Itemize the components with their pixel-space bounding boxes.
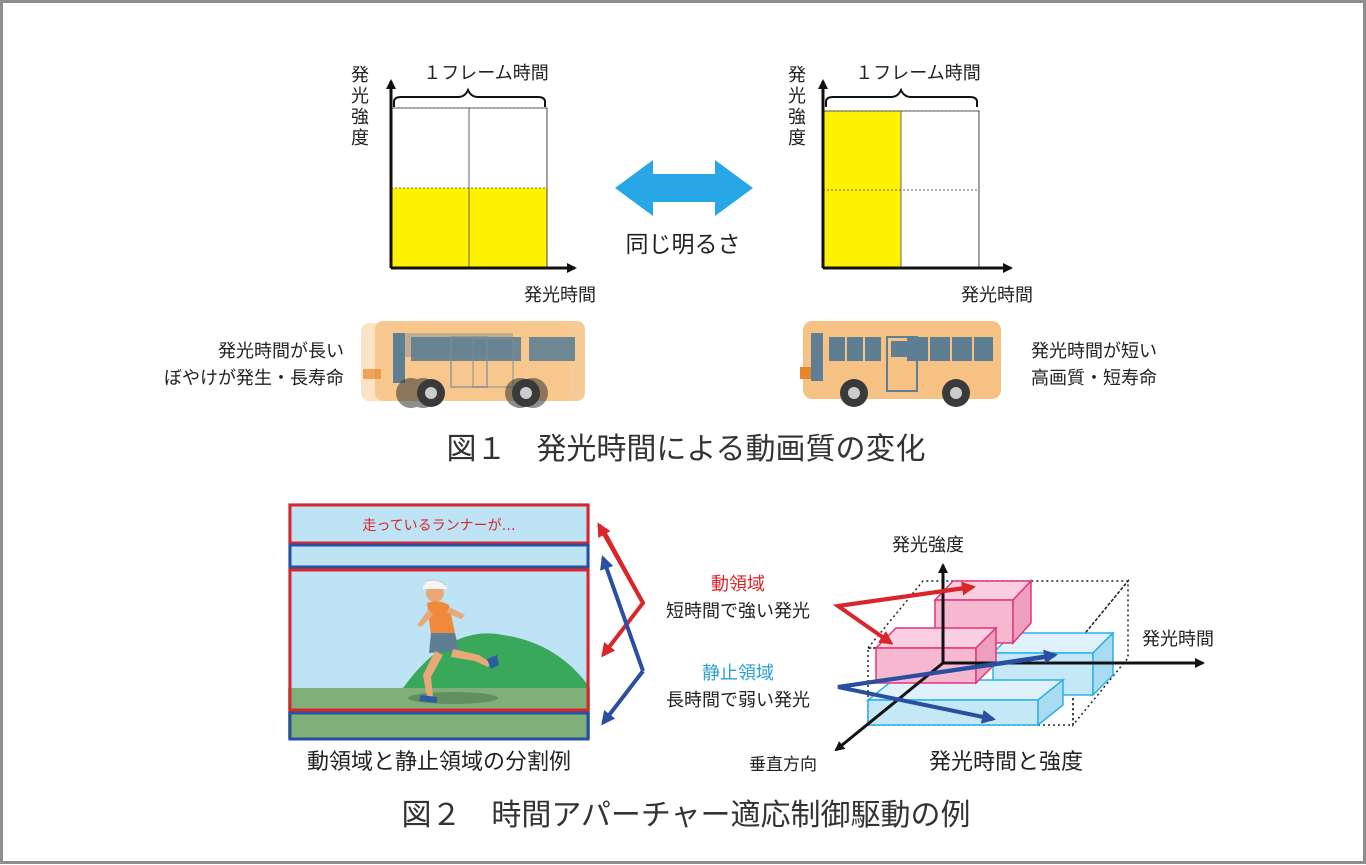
svg-text:光: 光 — [788, 86, 806, 107]
right-frame-label: １フレーム時間 — [855, 63, 980, 84]
axis-label-intensity: 発光強度 — [892, 535, 964, 556]
static-region-strip-1 — [288, 543, 590, 569]
figure-canvas: １フレーム時間 発 光 強 度 発光時間 １フレーム時間 発 光 強 度 発光時… — [164, 63, 1214, 833]
double-arrow-icon — [615, 160, 753, 216]
figure1-caption: 図１ 発光時間による動画質の変化 — [446, 432, 925, 467]
scene-caption: 動領域と静止領域の分割例 — [307, 750, 571, 775]
moving-region-desc: 短時間で強い発光 — [666, 601, 810, 622]
static-region-title: 静止領域 — [702, 663, 774, 684]
figure2-caption: 図２ 時間アパーチャー適応制御駆動の例 — [401, 798, 970, 833]
left-bus-note-line2: ぼやけが発生・長寿命 — [164, 368, 344, 389]
svg-text:度: 度 — [351, 128, 369, 149]
right-chart-fill — [823, 111, 901, 268]
right-emission-chart: １フレーム時間 発 光 強 度 発光時間 — [788, 63, 1033, 306]
blurred-bus-icon — [361, 321, 585, 408]
static-region-strip-2 — [288, 711, 590, 741]
right-bus-note-line1: 発光時間が短い — [1031, 341, 1157, 362]
right-ylabel: 発 光 強 度 — [788, 65, 806, 149]
right-xlabel: 発光時間 — [961, 285, 1033, 306]
svg-text:発: 発 — [788, 65, 806, 86]
svg-text:発: 発 — [351, 65, 369, 86]
moving-region-arrows — [597, 522, 646, 658]
svg-text:強: 強 — [351, 107, 369, 128]
scene-banner-text: 走っているランナーが… — [362, 518, 515, 534]
left-frame-label: １フレーム時間 — [423, 63, 548, 84]
axis-label-time: 発光時間 — [1142, 629, 1214, 650]
axis-label-vertical: 垂直方向 — [749, 755, 817, 775]
runner-figure — [417, 579, 499, 703]
vertical-direction-axis — [834, 661, 944, 752]
left-emission-chart: １フレーム時間 発 光 強 度 発光時間 — [351, 63, 596, 306]
emission-3d-diagram — [832, 563, 1205, 752]
left-frame-brace — [393, 87, 546, 107]
moving-region-title: 動領域 — [711, 574, 765, 595]
axes-caption: 発光時間と強度 — [929, 750, 1083, 775]
moving-region-main-box — [288, 568, 590, 712]
left-xlabel: 発光時間 — [524, 285, 596, 306]
sharp-bus-icon — [800, 321, 1001, 407]
svg-text:光: 光 — [351, 86, 369, 107]
right-bus-note-line2: 高画質・短寿命 — [1031, 368, 1157, 389]
left-bus-note-line1: 発光時間が長い — [218, 341, 344, 362]
static-region-arrows — [600, 555, 645, 726]
static-region-desc: 長時間で弱い発光 — [666, 690, 810, 711]
left-ylabel: 発 光 強 度 — [351, 65, 369, 149]
runner-scene: 走っているランナーが… — [288, 503, 590, 741]
same-brightness-label: 同じ明るさ — [626, 232, 741, 258]
svg-text:度: 度 — [788, 128, 806, 149]
moving-region-top-box — [288, 503, 590, 545]
svg-text:強: 強 — [788, 107, 806, 128]
right-frame-brace — [825, 87, 978, 107]
